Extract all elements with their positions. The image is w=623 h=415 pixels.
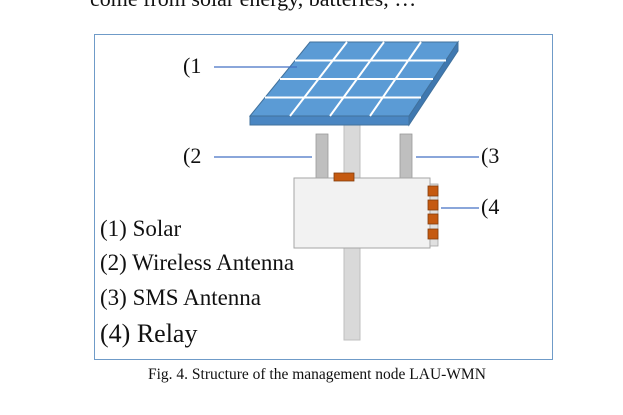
legend-item-sms-antenna: (3) SMS Antenna <box>100 285 261 310</box>
legend-item-solar: (1) Solar <box>100 216 182 241</box>
figure-frame <box>94 34 553 360</box>
callout-4: (4 <box>481 194 500 219</box>
management-node-diagram <box>214 40 479 341</box>
sms-antenna <box>399 133 413 179</box>
legend-item-relay: (4) Relay <box>100 319 198 348</box>
callout-3: (3 <box>481 143 500 168</box>
body-text-line: come from solar energy, batteries, … <box>90 0 416 12</box>
callout-1: (1 <box>183 53 202 78</box>
legend-item-wireless-antenna: (2) Wireless Antenna <box>100 250 295 275</box>
relay-modules <box>427 185 439 240</box>
figure-caption: Fig. 4. Structure of the management node… <box>148 366 486 383</box>
solar-panel <box>248 40 459 127</box>
callout-2: (2 <box>183 143 202 168</box>
top-connector <box>333 172 355 182</box>
node-enclosure <box>293 177 431 249</box>
wireless-antenna <box>315 133 329 179</box>
